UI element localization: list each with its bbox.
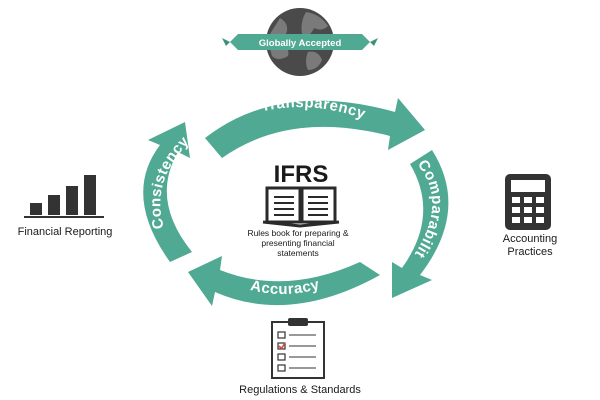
accounting-practices-label-line-2: Practices bbox=[507, 246, 553, 258]
ring-segment-comparability bbox=[392, 150, 449, 298]
regulations-label: Regulations & Standards bbox=[239, 384, 361, 396]
ring-segment-consistency bbox=[143, 122, 192, 262]
open-book-icon bbox=[262, 186, 340, 228]
center-subtitle-line-2: presenting financial bbox=[261, 238, 334, 248]
globally-accepted-label: Globally Accepted bbox=[259, 38, 342, 49]
center-subtitle-line-3: statements bbox=[277, 248, 319, 258]
financial-reporting-label: Financial Reporting bbox=[18, 226, 113, 238]
globally-accepted-ribbon: Globally Accepted bbox=[222, 34, 378, 50]
calculator-icon bbox=[505, 174, 551, 230]
ring-segment-transparency bbox=[205, 98, 425, 158]
accounting-practices-label-line-1: Accounting bbox=[503, 233, 557, 245]
center-title: IFRS bbox=[274, 161, 329, 188]
ring-segment-accuracy bbox=[188, 256, 380, 306]
bar-chart-icon bbox=[24, 175, 104, 218]
segment-label-accuracy: Accuracy bbox=[249, 276, 322, 298]
clipboard-checklist-icon bbox=[271, 318, 325, 379]
center-subtitle-line-1: Rules book for preparing & bbox=[247, 228, 348, 238]
